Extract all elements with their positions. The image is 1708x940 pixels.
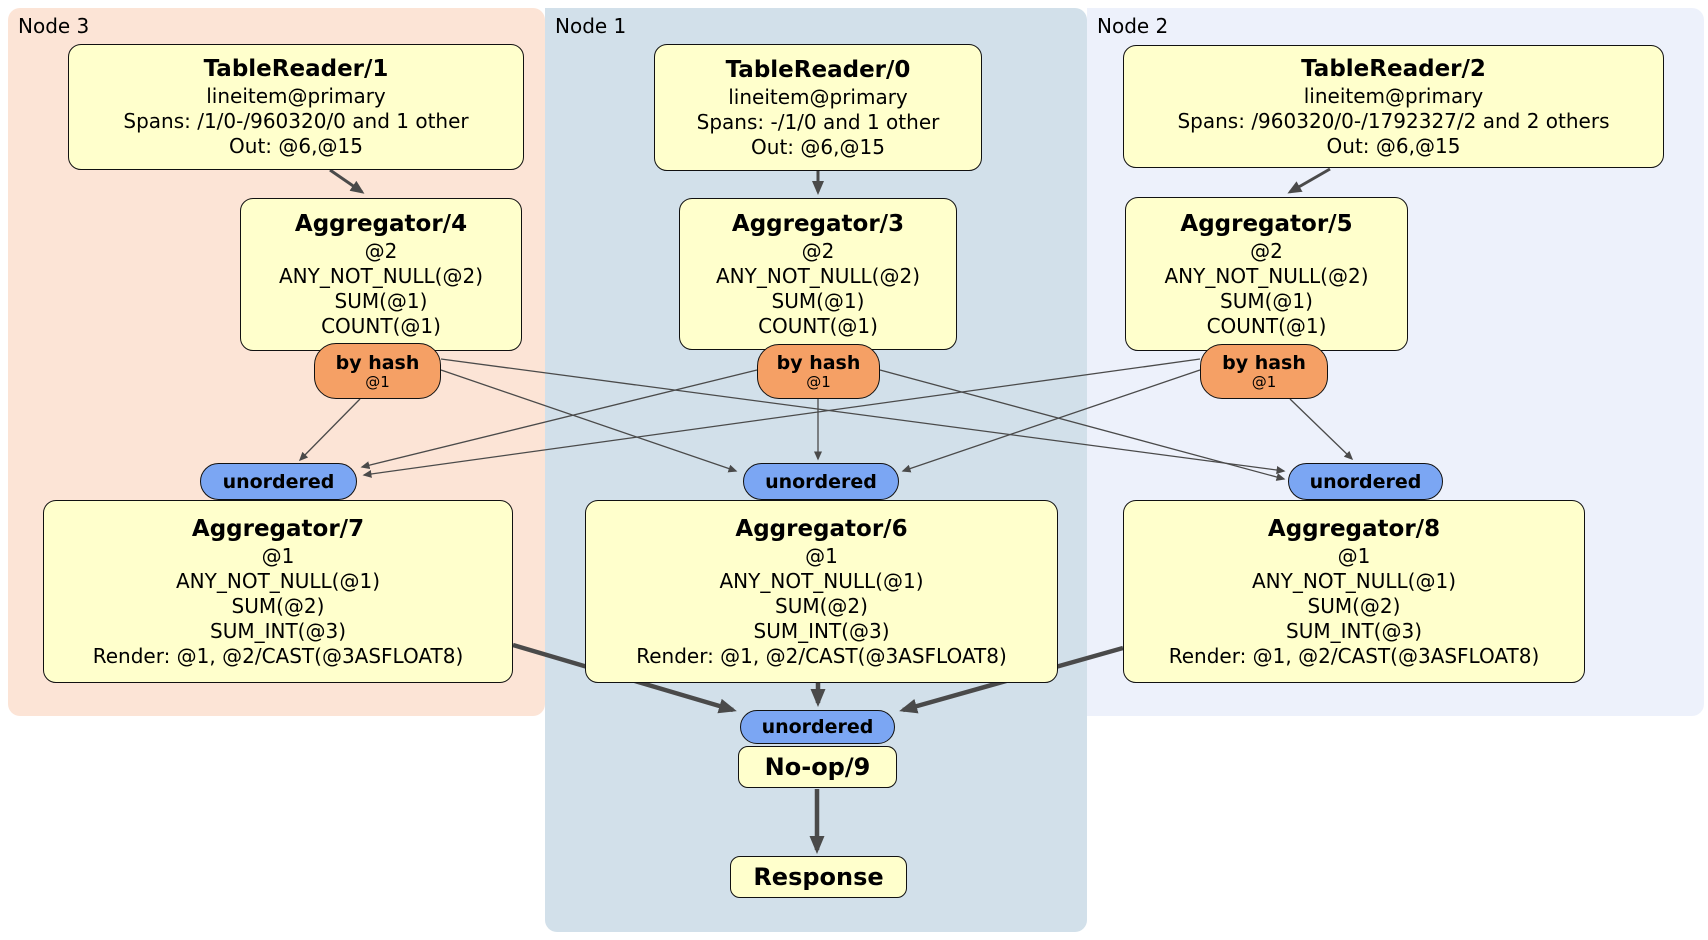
noop-box: No-op/9 bbox=[738, 746, 897, 788]
hash-router-node2: by hash @1 bbox=[1200, 344, 1328, 399]
aggregator8-box: Aggregator/8 @1 ANY_NOT_NULL(@1) SUM(@2)… bbox=[1123, 500, 1585, 683]
tablereader0-box: TableReader/0 lineitem@primary Spans: -/… bbox=[654, 44, 982, 171]
edge-tr2-agg5 bbox=[1287, 167, 1331, 194]
unordered-stream-node3: unordered bbox=[200, 463, 357, 500]
unordered-stream-final: unordered bbox=[740, 710, 895, 744]
aggregator5-box: Aggregator/5 @2 ANY_NOT_NULL(@2) SUM(@1)… bbox=[1125, 197, 1408, 351]
edge-router1-stream2 bbox=[879, 369, 1286, 481]
aggregator4-box: Aggregator/4 @2 ANY_NOT_NULL(@2) SUM(@1)… bbox=[240, 198, 522, 351]
edge-router2-stream2 bbox=[1289, 398, 1354, 461]
tablereader2-box: TableReader/2 lineitem@primary Spans: /9… bbox=[1123, 45, 1664, 168]
edge-tr1-agg4 bbox=[329, 168, 365, 194]
tablereader2-title: TableReader/2 bbox=[1301, 55, 1486, 82]
unordered-stream-node1: unordered bbox=[743, 463, 899, 500]
aggregator6-title: Aggregator/6 bbox=[735, 515, 908, 542]
aggregator3-title: Aggregator/3 bbox=[731, 210, 905, 237]
tablereader1-title: TableReader/1 bbox=[203, 56, 389, 82]
edge-router1-stream3 bbox=[360, 369, 758, 470]
aggregator7-box: Aggregator/7 @1 ANY_NOT_NULL(@1) SUM(@2)… bbox=[43, 500, 513, 683]
hash-router-node3: by hash @1 bbox=[314, 343, 441, 399]
aggregator4-title: Aggregator/4 bbox=[294, 211, 468, 237]
edge-router2-stream3 bbox=[362, 358, 1201, 478]
edge-router3-stream2 bbox=[440, 358, 1286, 474]
aggregator6-box: Aggregator/6 @1 ANY_NOT_NULL(@1) SUM(@2)… bbox=[585, 500, 1058, 683]
aggregator7-title: Aggregator/7 bbox=[191, 515, 365, 542]
edge-router3-stream1 bbox=[440, 369, 738, 473]
hash-router-node1: by hash @1 bbox=[757, 344, 880, 399]
aggregator8-title: Aggregator/8 bbox=[1267, 515, 1441, 542]
tablereader1-box: TableReader/1 lineitem@primary Spans: /1… bbox=[68, 44, 524, 170]
unordered-stream-node2: unordered bbox=[1288, 463, 1443, 500]
node3-label: Node 3 bbox=[18, 14, 90, 38]
tablereader0-title: TableReader/0 bbox=[725, 56, 911, 83]
edge-router2-stream1 bbox=[901, 369, 1201, 473]
edge-router3-stream3 bbox=[298, 398, 361, 462]
aggregator5-title: Aggregator/5 bbox=[1180, 210, 1353, 237]
node1-label: Node 1 bbox=[555, 14, 627, 38]
response-box: Response bbox=[730, 856, 907, 898]
node2-label: Node 2 bbox=[1097, 14, 1169, 38]
aggregator3-box: Aggregator/3 @2 ANY_NOT_NULL(@2) SUM(@1)… bbox=[679, 198, 957, 350]
